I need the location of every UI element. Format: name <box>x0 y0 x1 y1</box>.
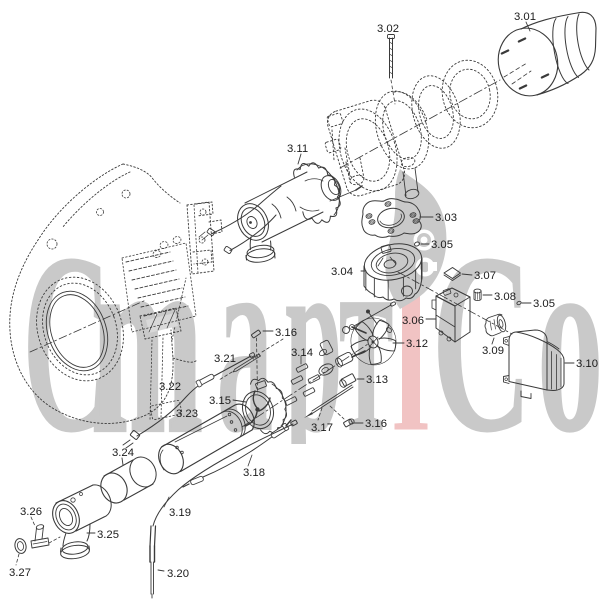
svg-text:3.15: 3.15 <box>209 395 231 407</box>
svg-text:3.10: 3.10 <box>576 358 598 370</box>
svg-text:3.25: 3.25 <box>97 529 119 541</box>
svg-text:3.20: 3.20 <box>167 568 189 580</box>
svg-text:m: m <box>91 191 203 489</box>
svg-text:3.04: 3.04 <box>331 266 353 278</box>
svg-text:3.16: 3.16 <box>275 327 297 339</box>
svg-text:3.16: 3.16 <box>365 418 387 430</box>
svg-text:a: a <box>216 189 273 489</box>
svg-text:3.02: 3.02 <box>377 23 399 35</box>
svg-text:3.17: 3.17 <box>311 422 333 434</box>
svg-text:3.21: 3.21 <box>214 353 236 365</box>
svg-text:т: т <box>339 182 394 490</box>
svg-text:3.18: 3.18 <box>243 467 265 479</box>
svg-text:3.07: 3.07 <box>474 270 496 282</box>
svg-text:3.01: 3.01 <box>514 11 536 23</box>
svg-text:3.05: 3.05 <box>533 298 555 310</box>
svg-text:3.11: 3.11 <box>287 143 308 155</box>
svg-text:3.19: 3.19 <box>169 507 191 519</box>
svg-text:3.09: 3.09 <box>482 345 504 357</box>
svg-text:3.03: 3.03 <box>435 212 457 224</box>
svg-text:3.12: 3.12 <box>406 338 428 350</box>
svg-text:С: С <box>431 200 532 487</box>
svg-text:3.08: 3.08 <box>494 291 516 303</box>
svg-text:3.27: 3.27 <box>9 567 31 579</box>
svg-text:С: С <box>22 199 111 486</box>
svg-text:3.06: 3.06 <box>402 315 424 327</box>
svg-text:3.23: 3.23 <box>176 408 198 420</box>
svg-text:3.13: 3.13 <box>366 374 388 386</box>
svg-text:о: о <box>537 191 604 490</box>
svg-text:3.26: 3.26 <box>20 506 42 518</box>
svg-text:3.05: 3.05 <box>431 239 453 251</box>
svg-text:3.22: 3.22 <box>159 381 181 393</box>
svg-text:3.24: 3.24 <box>112 447 134 459</box>
svg-text:3.14: 3.14 <box>291 347 313 359</box>
